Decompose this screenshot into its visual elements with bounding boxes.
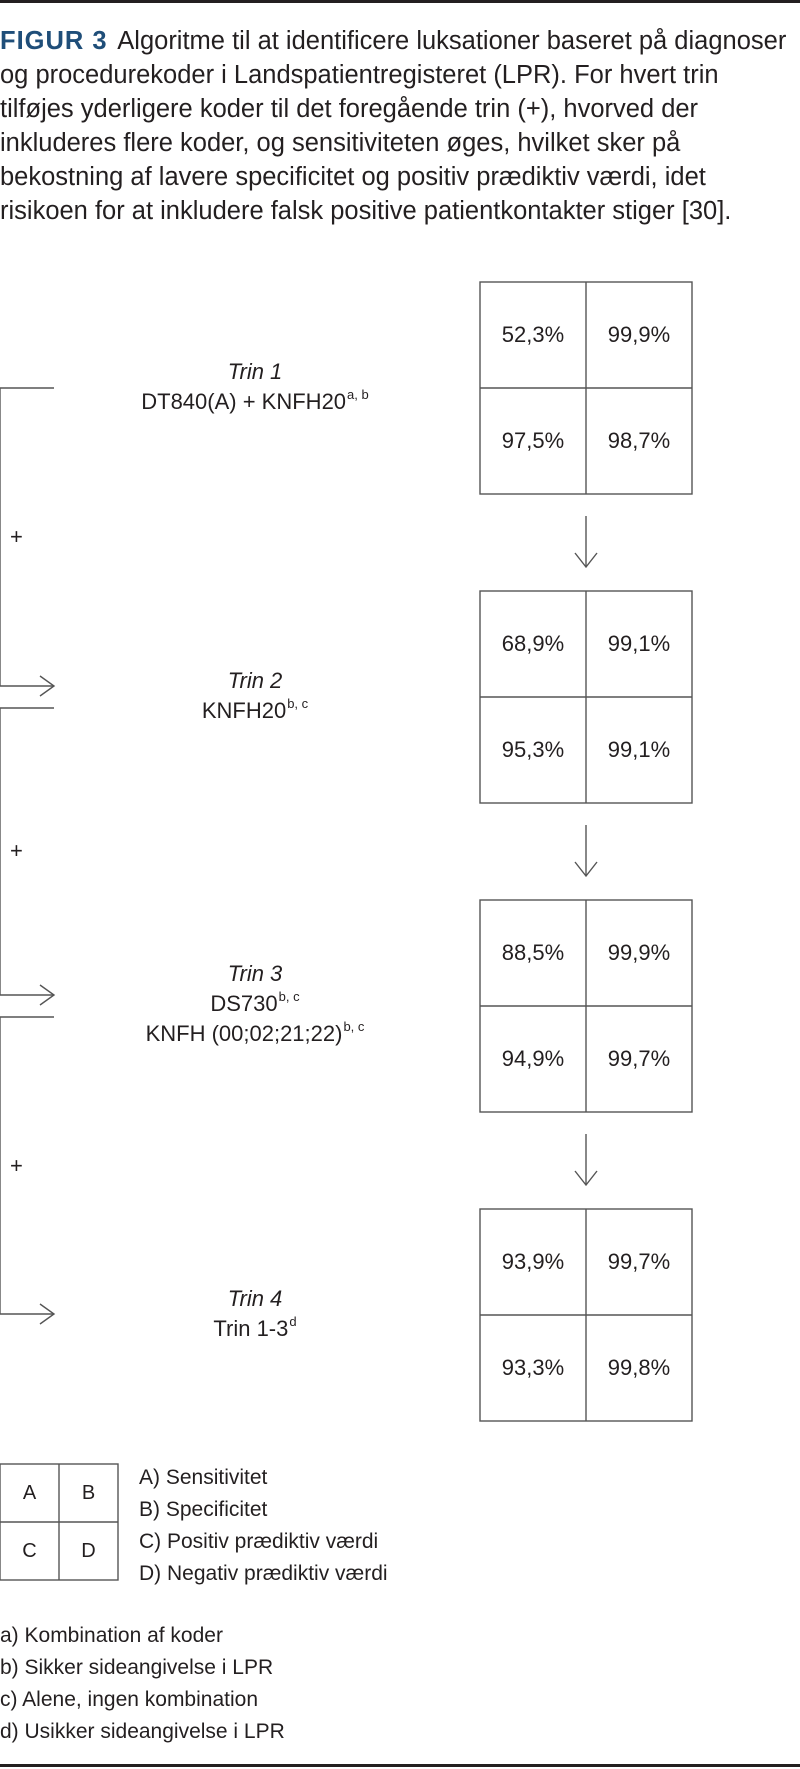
legend-item: D) Negativ prædiktiv værdi xyxy=(139,1562,388,1585)
figure-label: FIGUR 3 xyxy=(0,27,108,55)
legend-item: B) Specificitet xyxy=(139,1498,268,1521)
result-grid-step-1: 52,3% 99,9% 97,5% 98,7% xyxy=(480,282,692,494)
cell-a-sensitivity: 88,5% xyxy=(501,940,565,965)
cell-d-npv: 99,7% xyxy=(607,1046,671,1071)
plus-sign: + xyxy=(10,524,23,549)
figure-caption: FIGUR 3 Algoritme til at identificere lu… xyxy=(0,24,790,228)
cell-d-npv: 99,8% xyxy=(607,1355,671,1380)
legend-item: A) Sensitivitet xyxy=(139,1466,268,1489)
cell-c-ppv: 95,3% xyxy=(501,737,565,762)
step-title: Trin 3 xyxy=(227,961,283,986)
bracket-arrow-head xyxy=(39,1303,56,1325)
step-1-label: Trin 1 DT840(A) + KNFH20a, b xyxy=(110,357,400,417)
step-code: DT840(A) + KNFH20a, b xyxy=(141,386,369,414)
legend-grid: A B C D xyxy=(0,1464,118,1580)
cell-a-sensitivity: 68,9% xyxy=(501,631,565,656)
bracket-arrow-head xyxy=(39,984,56,1006)
legend-cell-a: A xyxy=(22,1481,37,1504)
step-code: Trin 1-3d xyxy=(213,1313,297,1341)
step-code: KNFH20b, c xyxy=(201,695,309,723)
footnote: a) Kombination af koder xyxy=(0,1624,223,1647)
step-3-label: Trin 3 DS730b, c KNFH (00;02;21;22)b, c xyxy=(110,959,400,1049)
result-grid-step-3: 88,5% 99,9% 94,9% 99,7% xyxy=(480,900,692,1112)
cell-b-specificity: 99,9% xyxy=(607,322,671,347)
footnote: d) Usikker sideangivelse i LPR xyxy=(0,1720,285,1743)
caption-text: Algoritme til at identificere luksatione… xyxy=(0,27,787,225)
down-arrow-head xyxy=(574,552,598,569)
legend-list: A) Sensitivitet B) Specificitet C) Posit… xyxy=(139,1462,388,1590)
footnote: b) Sikker sideangivelse i LPR xyxy=(0,1656,274,1679)
cell-c-ppv: 97,5% xyxy=(501,428,565,453)
down-arrow-head xyxy=(574,1170,598,1187)
cell-b-specificity: 99,9% xyxy=(607,940,671,965)
cell-a-sensitivity: 93,9% xyxy=(501,1249,565,1274)
bracket-1-2 xyxy=(0,387,54,687)
bracket-arrow-head xyxy=(39,675,56,697)
step-4-label: Trin 4 Trin 1-3d xyxy=(110,1284,400,1344)
step-title: Trin 1 xyxy=(227,359,283,384)
cell-a-sensitivity: 52,3% xyxy=(501,322,565,347)
result-grid-step-4: 93,9% 99,7% 93,3% 99,8% xyxy=(480,1209,692,1421)
result-grid-lines xyxy=(479,281,693,1422)
footnote: c) Alene, ingen kombination xyxy=(0,1688,258,1711)
bracket-2-3 xyxy=(0,707,54,996)
legend-cell-c: C xyxy=(22,1539,37,1562)
cell-b-specificity: 99,7% xyxy=(607,1249,671,1274)
legend-cell-d: D xyxy=(81,1539,96,1562)
cell-d-npv: 99,1% xyxy=(607,737,671,762)
legend-cell-b: B xyxy=(81,1481,96,1504)
footnotes: a) Kombination af koder b) Sikker sidean… xyxy=(0,1620,285,1748)
down-arrow-head xyxy=(574,861,598,878)
cell-c-ppv: 94,9% xyxy=(501,1046,565,1071)
legend-grid-lines xyxy=(0,1463,119,1581)
bracket-3-4 xyxy=(0,1016,54,1315)
plus-sign: + xyxy=(10,838,23,863)
step-code: KNFH (00;02;21;22)b, c xyxy=(145,1018,365,1046)
top-rule xyxy=(0,0,800,3)
step-code: DS730b, c xyxy=(210,988,300,1016)
step-title: Trin 2 xyxy=(227,668,283,693)
plus-sign: + xyxy=(10,1153,23,1178)
cell-d-npv: 98,7% xyxy=(607,428,671,453)
result-grid-step-2: 68,9% 99,1% 95,3% 99,1% xyxy=(480,591,692,803)
bottom-rule xyxy=(0,1764,800,1767)
step-title: Trin 4 xyxy=(227,1286,283,1311)
step-2-label: Trin 2 KNFH20b, c xyxy=(110,666,400,726)
cell-b-specificity: 99,1% xyxy=(607,631,671,656)
cell-c-ppv: 93,3% xyxy=(501,1355,565,1380)
legend-item: C) Positiv prædiktiv værdi xyxy=(139,1530,379,1553)
